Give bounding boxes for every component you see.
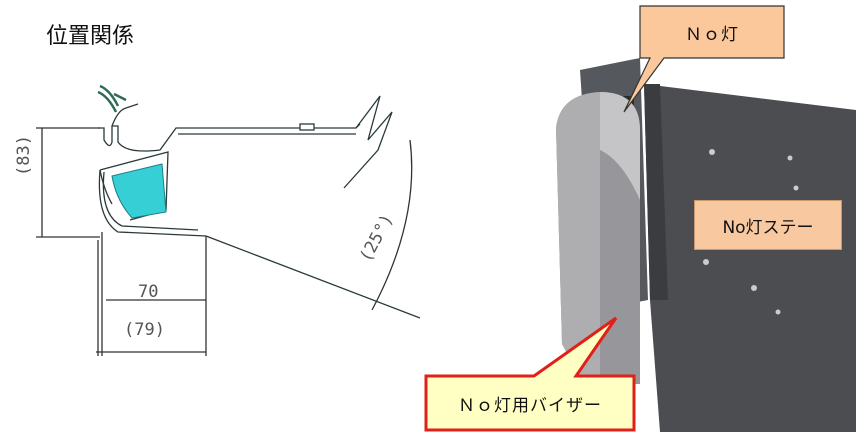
height-dimension-label: (83) xyxy=(14,135,34,176)
visor-cross-section-drawing xyxy=(36,95,421,356)
inner-width-dimension-label: 70 xyxy=(138,282,159,302)
section-title: 位置関係 xyxy=(46,24,135,49)
lamp-callout-label: Ｎｏ灯 xyxy=(685,24,739,45)
visor-callout-label: Ｎｏ灯用バイザー xyxy=(458,395,602,416)
lamp-callout-shape xyxy=(623,5,785,113)
outer-width-dimension-label: (79) xyxy=(124,320,165,340)
lamp-lens-shape xyxy=(111,163,167,219)
stay-label: No灯ステー xyxy=(694,200,842,250)
wire-sprig xyxy=(97,84,127,113)
product-photo xyxy=(556,58,856,432)
visor-callout-shape xyxy=(424,316,636,432)
